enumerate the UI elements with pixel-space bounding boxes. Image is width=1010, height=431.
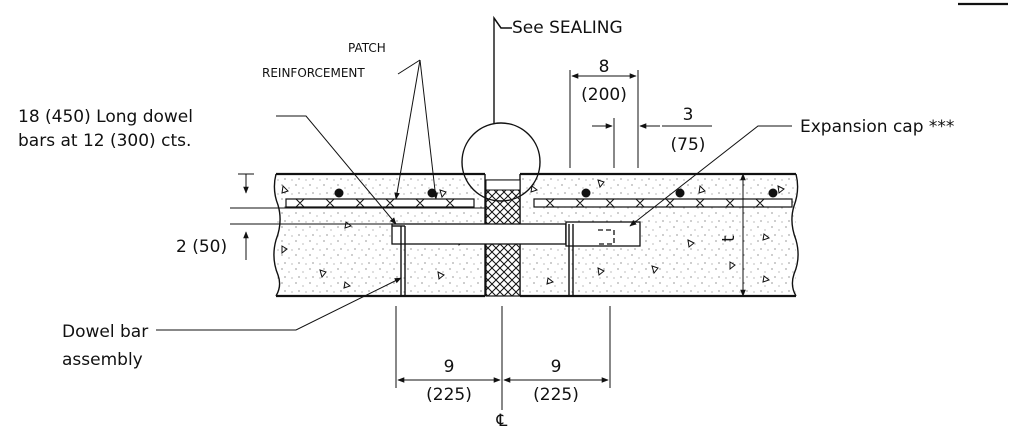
- left-dim-value: 9: [444, 357, 455, 377]
- aggregate-marks: [281, 179, 785, 289]
- expansion-cap-label: Expansion cap ***: [800, 117, 954, 137]
- depth-dimension: 2 (50): [176, 173, 254, 260]
- sealing-detail-circle: [461, 122, 541, 202]
- dowel-assembly-label-line2: assembly: [62, 350, 143, 370]
- expansion-cap: [565, 221, 641, 247]
- dowel-assembly-callout: Dowel bar assembly: [62, 277, 402, 370]
- expansion-cap-callout: Expansion cap ***: [629, 117, 954, 227]
- thickness-dimension: t: [719, 173, 746, 297]
- see-sealing-label: See SEALING: [512, 18, 623, 38]
- top-dim-value: 8: [599, 57, 610, 77]
- dowel-bars-callout: 18 (450) Long dowel bars at 12 (300) cts…: [18, 107, 397, 225]
- patch-reinforcement-left: [285, 198, 475, 208]
- cap-dimension: 3 (75): [592, 105, 712, 155]
- cap-dim-metric: (75): [671, 135, 706, 155]
- dowel-bars-label-line2: bars at 12 (300) cts.: [18, 131, 191, 151]
- bottom-dimensions: 9 (225) 9 (225) ℄: [395, 306, 611, 431]
- right-dim-metric: (225): [533, 385, 579, 405]
- cap-dim-value: 3: [683, 105, 694, 125]
- depth-label: 2 (50): [176, 237, 227, 257]
- centerline-symbol: ℄: [496, 411, 508, 431]
- dowel-bar-assembly: [392, 224, 574, 296]
- dowel-bar: [391, 221, 641, 247]
- right-dim-value: 9: [551, 357, 562, 377]
- dowel-assembly-label-line1: Dowel bar: [62, 322, 148, 342]
- top-dimension: 8 (200): [569, 57, 639, 168]
- patch-label-line2: REINFORCEMENT: [262, 66, 365, 80]
- patch-reinforcement-right: [533, 198, 793, 208]
- patch-reinforcement-callout: PATCH REINFORCEMENT: [262, 41, 439, 200]
- see-sealing-callout: See SEALING: [461, 15, 623, 202]
- thickness-label: t: [719, 235, 739, 242]
- dowel-bars-label-line1: 18 (450) Long dowel: [18, 107, 193, 127]
- joint-sealant: [485, 179, 521, 191]
- left-dim-metric: (225): [426, 385, 472, 405]
- rebar-dots: [334, 188, 778, 198]
- patch-label-line1: PATCH: [348, 41, 386, 55]
- top-dim-metric: (200): [581, 85, 627, 105]
